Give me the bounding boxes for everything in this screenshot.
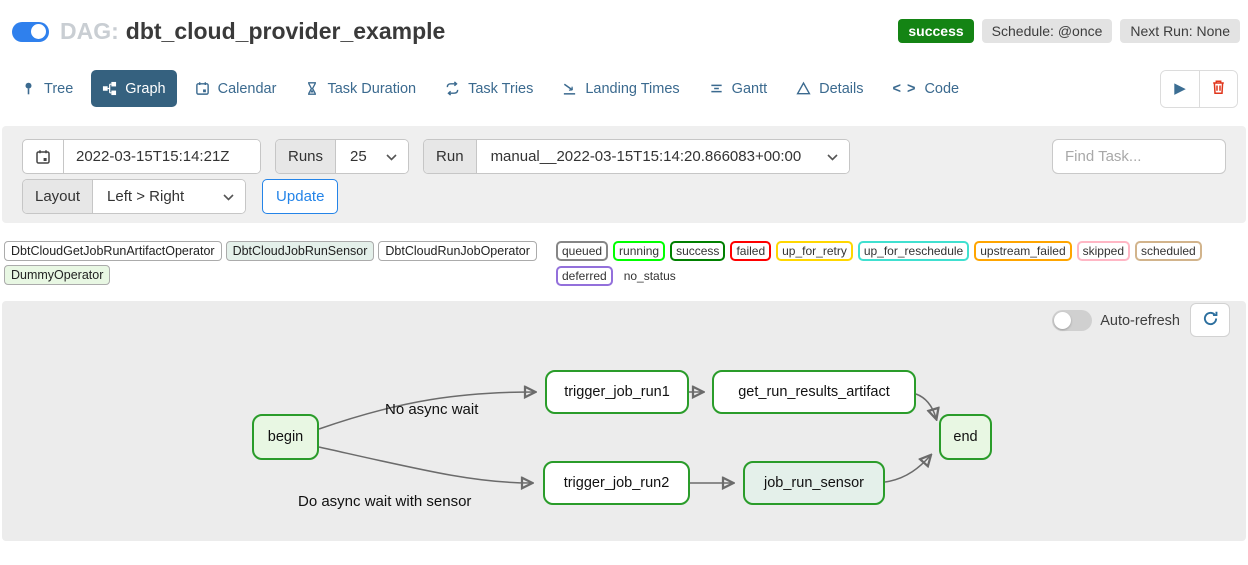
operator-badge: DbtCloudJobRunSensor [225, 241, 375, 261]
tab-label: Calendar [217, 80, 277, 97]
calendar-icon[interactable] [23, 140, 64, 173]
dag-header: DAG:dbt_cloud_provider_example success S… [0, 0, 1248, 70]
tab-tree[interactable]: Tree [10, 70, 84, 107]
run-label: Run [424, 140, 477, 173]
code-icon: < > [892, 80, 917, 97]
tab-task-tries[interactable]: Task Tries [434, 70, 544, 107]
status-badge-skipped: skipped [1076, 241, 1130, 261]
legend: DbtCloudGetJobRunArtifactOperator DbtClo… [4, 241, 1244, 286]
tab-label: Tree [44, 80, 74, 97]
plane-landing-icon [562, 81, 577, 96]
tab-gantt[interactable]: Gantt [698, 70, 778, 107]
status-badge-deferred: deferred [556, 266, 613, 286]
status-badge-failed: failed [730, 241, 772, 261]
operator-legend: DbtCloudGetJobRunArtifactOperator DbtClo… [4, 241, 556, 285]
status-badge-up-for-reschedule: up_for_reschedule [857, 241, 970, 261]
execution-date-input[interactable] [64, 140, 260, 173]
tab-label: Graph [125, 80, 166, 97]
status-label-no-status: no_status [623, 269, 676, 283]
edge-label: No async wait [385, 401, 479, 418]
run-value: manual__2022-03-15T15:14:20.866083+00:00 [490, 148, 802, 165]
runs-select[interactable]: 25 [336, 140, 409, 173]
task-node-trigger-job-run1[interactable]: trigger_job_run1 [545, 370, 689, 414]
status-badge: success [898, 19, 974, 43]
view-tabs: Tree Graph Calendar Task Duration Task T… [0, 69, 1248, 108]
execution-date-group [22, 139, 261, 174]
tab-label: Code [924, 80, 960, 97]
repeat-icon [445, 81, 460, 96]
tab-label: Details [819, 80, 864, 97]
tab-calendar[interactable]: Calendar [184, 70, 288, 107]
operator-badge: DbtCloudRunJobOperator [378, 241, 537, 261]
calendar-icon [195, 81, 210, 96]
trash-icon [1211, 79, 1226, 98]
runs-group: Runs 25 [275, 139, 410, 174]
toggle-knob [1054, 312, 1072, 329]
status-badge-queued: queued [556, 241, 609, 261]
triangle-icon [796, 81, 811, 96]
dag-edges [318, 301, 1246, 541]
tab-code[interactable]: < > Code [881, 70, 970, 107]
edge-label: Do async wait with sensor [298, 493, 472, 510]
play-icon: ▶ [1174, 80, 1186, 97]
status-badge-up-for-retry: up_for_retry [776, 241, 853, 261]
status-legend: queued running success failed up_for_ret… [556, 241, 1244, 286]
next-run-badge: Next Run: None [1120, 19, 1240, 43]
operator-badge: DbtCloudGetJobRunArtifactOperator [4, 241, 222, 261]
update-button[interactable]: Update [262, 179, 339, 214]
tab-label: Task Tries [468, 80, 534, 97]
auto-refresh-toggle[interactable] [1052, 310, 1093, 331]
task-node-trigger-job-run2[interactable]: trigger_job_run2 [543, 461, 690, 505]
task-node-end[interactable]: end [939, 414, 992, 460]
toggle-knob [31, 24, 46, 39]
refresh-button[interactable] [1190, 303, 1230, 337]
task-node-begin[interactable]: begin [252, 414, 319, 460]
pin-icon [21, 81, 36, 96]
tab-details[interactable]: Details [785, 70, 874, 107]
status-badge-upstream-failed: upstream_failed [974, 241, 1072, 261]
page-title: DAG:dbt_cloud_provider_example [60, 18, 445, 45]
dag-graph-panel: No async wait Do async wait with sensor … [2, 301, 1246, 541]
layout-select[interactable]: Left > Right [93, 180, 246, 213]
operator-badge: DummyOperator [4, 265, 111, 285]
tab-label: Landing Times [585, 80, 680, 97]
delete-dag-button[interactable] [1199, 70, 1237, 107]
chevron-down-icon [223, 188, 234, 205]
refresh-icon [1202, 310, 1219, 330]
schedule-badge: Schedule: @once [981, 19, 1113, 43]
task-node-get-run-results-artifact[interactable]: get_run_results_artifact [712, 370, 916, 414]
hourglass-icon [305, 81, 319, 96]
auto-refresh-control: Auto-refresh [1052, 310, 1180, 331]
trigger-dag-button[interactable]: ▶ [1161, 70, 1199, 107]
dag-name: dbt_cloud_provider_example [125, 18, 446, 44]
graph-icon [102, 81, 117, 96]
dag-pause-toggle[interactable] [12, 21, 49, 42]
status-badge-scheduled: scheduled [1135, 241, 1202, 261]
task-node-job-run-sensor[interactable]: job_run_sensor [743, 461, 885, 505]
status-badge-success: success [670, 241, 726, 261]
tab-label: Gantt [731, 80, 768, 97]
run-select[interactable]: manual__2022-03-15T15:14:20.866083+00:00 [476, 140, 849, 173]
tab-label: Task Duration [327, 80, 417, 97]
runs-value: 25 [350, 148, 367, 165]
gantt-icon [709, 81, 724, 96]
auto-refresh-label: Auto-refresh [1100, 312, 1180, 329]
layout-label: Layout [23, 180, 94, 213]
runs-label: Runs [276, 140, 337, 173]
chevron-down-icon [386, 148, 397, 165]
dag-prefix-label: DAG: [60, 18, 119, 44]
tab-graph[interactable]: Graph [91, 70, 177, 107]
layout-value: Left > Right [107, 188, 185, 205]
filter-panel: Runs 25 Run manual__2022-03-15T15:14:20.… [2, 126, 1246, 223]
tab-landing-times[interactable]: Landing Times [551, 70, 690, 107]
layout-group: Layout Left > Right [22, 179, 247, 214]
tab-task-duration[interactable]: Task Duration [294, 70, 427, 107]
find-task-input[interactable] [1052, 139, 1226, 174]
chevron-down-icon [826, 148, 838, 165]
dag-action-buttons: ▶ [1160, 69, 1238, 108]
run-group: Run manual__2022-03-15T15:14:20.866083+0… [423, 139, 850, 174]
status-badge-running: running [613, 241, 666, 261]
